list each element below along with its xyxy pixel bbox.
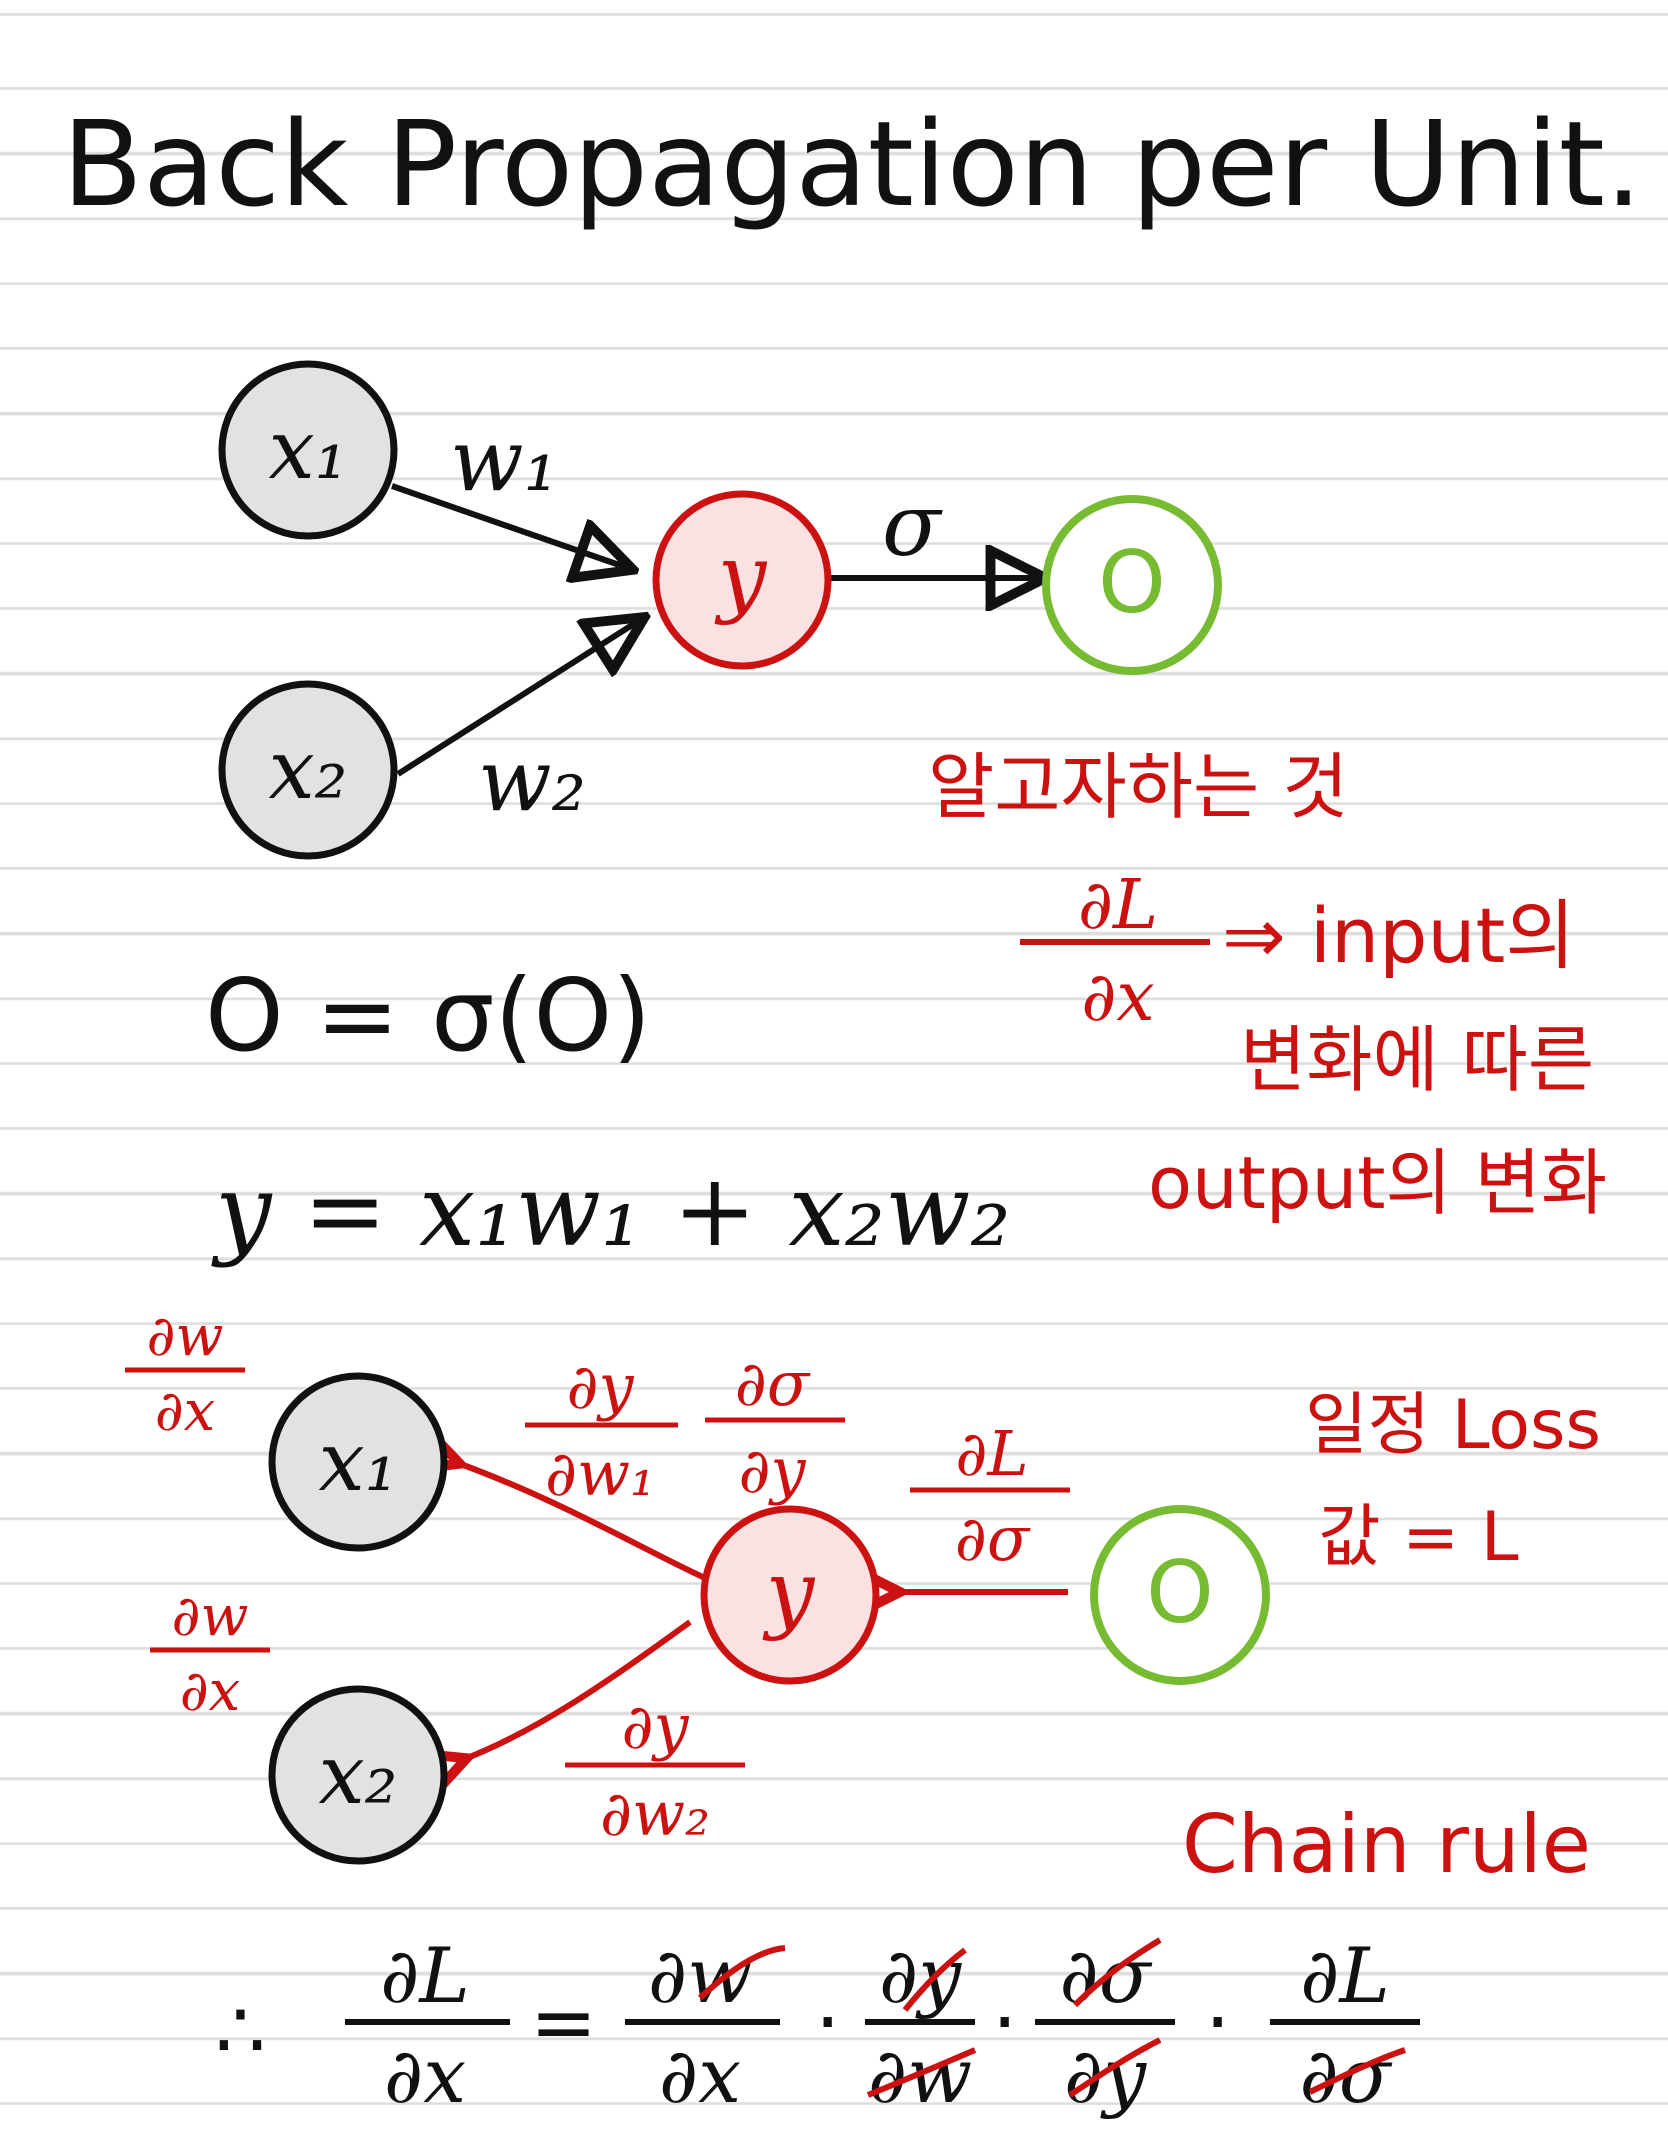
backward-diagram: x₁ x₂ y O ∂w ∂x ∂w ∂x ∂y ∂w₁ ∂σ ∂y ∂L xyxy=(125,1304,1601,1865)
edge-label-w1: w₁ xyxy=(450,411,558,511)
grad-dsigma-dy-den: ∂y xyxy=(738,1434,806,1507)
edge-x2-y xyxy=(396,620,640,777)
chain-t1-num: ∂w xyxy=(648,1931,752,2020)
cancel-mark-1 xyxy=(697,1945,786,2001)
grad-dy-dw2-num: ∂y xyxy=(621,1690,689,1763)
grad-dy-dw2-den: ∂w₂ xyxy=(600,1777,710,1850)
cancel-mark-2a xyxy=(902,1947,967,2012)
chain-lhs-num: ∂L xyxy=(380,1931,470,2020)
cancel-mark-4 xyxy=(1308,2047,1406,2095)
node-x1-label: x₁ xyxy=(268,403,347,498)
chain-t4-num: ∂L xyxy=(1300,1931,1390,2020)
grad-dL-dsigma: ∂L ∂σ xyxy=(910,1417,1070,1575)
back-node-x1 xyxy=(268,1372,448,1552)
page-title: Back Propagation per Unit. xyxy=(62,95,1642,233)
chain-t1-den: ∂x xyxy=(659,2031,741,2120)
forward-diagram: x₁ x₂ y O w₁ w₂ σ xyxy=(218,360,1222,860)
goal-line3: output의 변화 xyxy=(1148,1141,1607,1225)
cancel-mark-2b xyxy=(866,2047,977,2098)
grad-dy-dw1-num: ∂y xyxy=(566,1350,634,1423)
goal-frac-num: ∂L xyxy=(1078,866,1158,945)
therefore-symbol: ∴ xyxy=(215,1984,266,2077)
cancel-mark-3b xyxy=(1068,2037,1162,2098)
chain-equals: = xyxy=(530,1976,597,2069)
back-node-y xyxy=(700,1505,880,1685)
node-x2 xyxy=(218,680,398,860)
chain-rule-equation: ∴ ∂L ∂x = ∂w ∂x · ∂y ∂w · ∂σ ∂y · ∂L ∂σ xyxy=(215,1931,1420,2120)
loss-note-line1: 일정 Loss xyxy=(1305,1386,1601,1465)
goal-note: 알고자하는 것 ∂L ∂x ⇒ input의 변화에 따른 output의 변화 xyxy=(928,745,1607,1225)
equation-y: y = x₁w₁ + x₂w₂ xyxy=(211,1152,1011,1269)
node-x1 xyxy=(218,360,398,540)
goal-frac-den: ∂x xyxy=(1081,958,1155,1037)
grad-dy-dw1: ∂y ∂w₁ xyxy=(525,1350,678,1510)
grad-dw-dx-top-den: ∂x xyxy=(155,1379,216,1444)
grad-dL-dsigma-num: ∂L xyxy=(955,1417,1028,1490)
chain-dot-2: · xyxy=(992,1976,1017,2069)
grad-dw-dx-bottom: ∂w ∂x xyxy=(150,1584,270,1724)
node-y xyxy=(652,490,832,670)
back-node-o xyxy=(1090,1505,1270,1685)
node-o xyxy=(1042,495,1222,675)
back-node-o-label: O xyxy=(1146,1543,1214,1643)
edge-label-w2: w₂ xyxy=(478,731,586,831)
grad-dw-dx-top-num: ∂w xyxy=(147,1304,224,1369)
back-edge-y-x1 xyxy=(455,1462,707,1581)
grad-dL-dsigma-den: ∂σ xyxy=(955,1502,1031,1575)
back-node-x2 xyxy=(268,1685,448,1865)
chain-t2-num: ∂y xyxy=(879,1931,962,2020)
back-node-y-label: y xyxy=(762,1543,816,1643)
chain-lhs-den: ∂x xyxy=(384,2031,466,2120)
cancel-mark-3a xyxy=(1072,1937,1162,2008)
edge-label-sigma: σ xyxy=(882,476,943,576)
grad-dw-dx-bottom-num: ∂w xyxy=(172,1584,249,1649)
loss-note-line2: 값 = L xyxy=(1318,1498,1519,1577)
node-o-label: O xyxy=(1098,533,1166,633)
chain-dot-3: · xyxy=(1205,1976,1230,2069)
back-edge-y-x2 xyxy=(462,1619,692,1760)
grad-dw-dx-bottom-den: ∂x xyxy=(180,1659,241,1724)
edge-x1-y xyxy=(391,483,628,568)
chain-t3-den: ∂y xyxy=(1064,2031,1147,2120)
grad-dw-dx-top: ∂w ∂x xyxy=(125,1304,245,1444)
back-node-x1-label: x₁ xyxy=(318,1415,397,1510)
equation-o: O = σ(O) xyxy=(205,957,651,1074)
back-node-x2-label: x₂ xyxy=(318,1728,397,1823)
grad-dsigma-dy: ∂σ ∂y xyxy=(705,1347,845,1507)
goal-heading: 알고자하는 것 xyxy=(928,745,1348,829)
node-y-label: y xyxy=(714,527,768,627)
grad-dsigma-dy-num: ∂σ xyxy=(735,1347,811,1420)
grad-dy-dw1-den: ∂w₁ xyxy=(545,1437,655,1510)
grad-dy-dw2: ∂y ∂w₂ xyxy=(565,1690,745,1850)
node-x2-label: x₂ xyxy=(268,723,347,818)
goal-arrow-text: ⇒ input의 xyxy=(1222,891,1575,980)
goal-line2: 변화에 따른 xyxy=(1240,1018,1594,1102)
chain-rule-label: Chain rule xyxy=(1182,1798,1591,1891)
chain-dot-1: · xyxy=(815,1976,840,2069)
